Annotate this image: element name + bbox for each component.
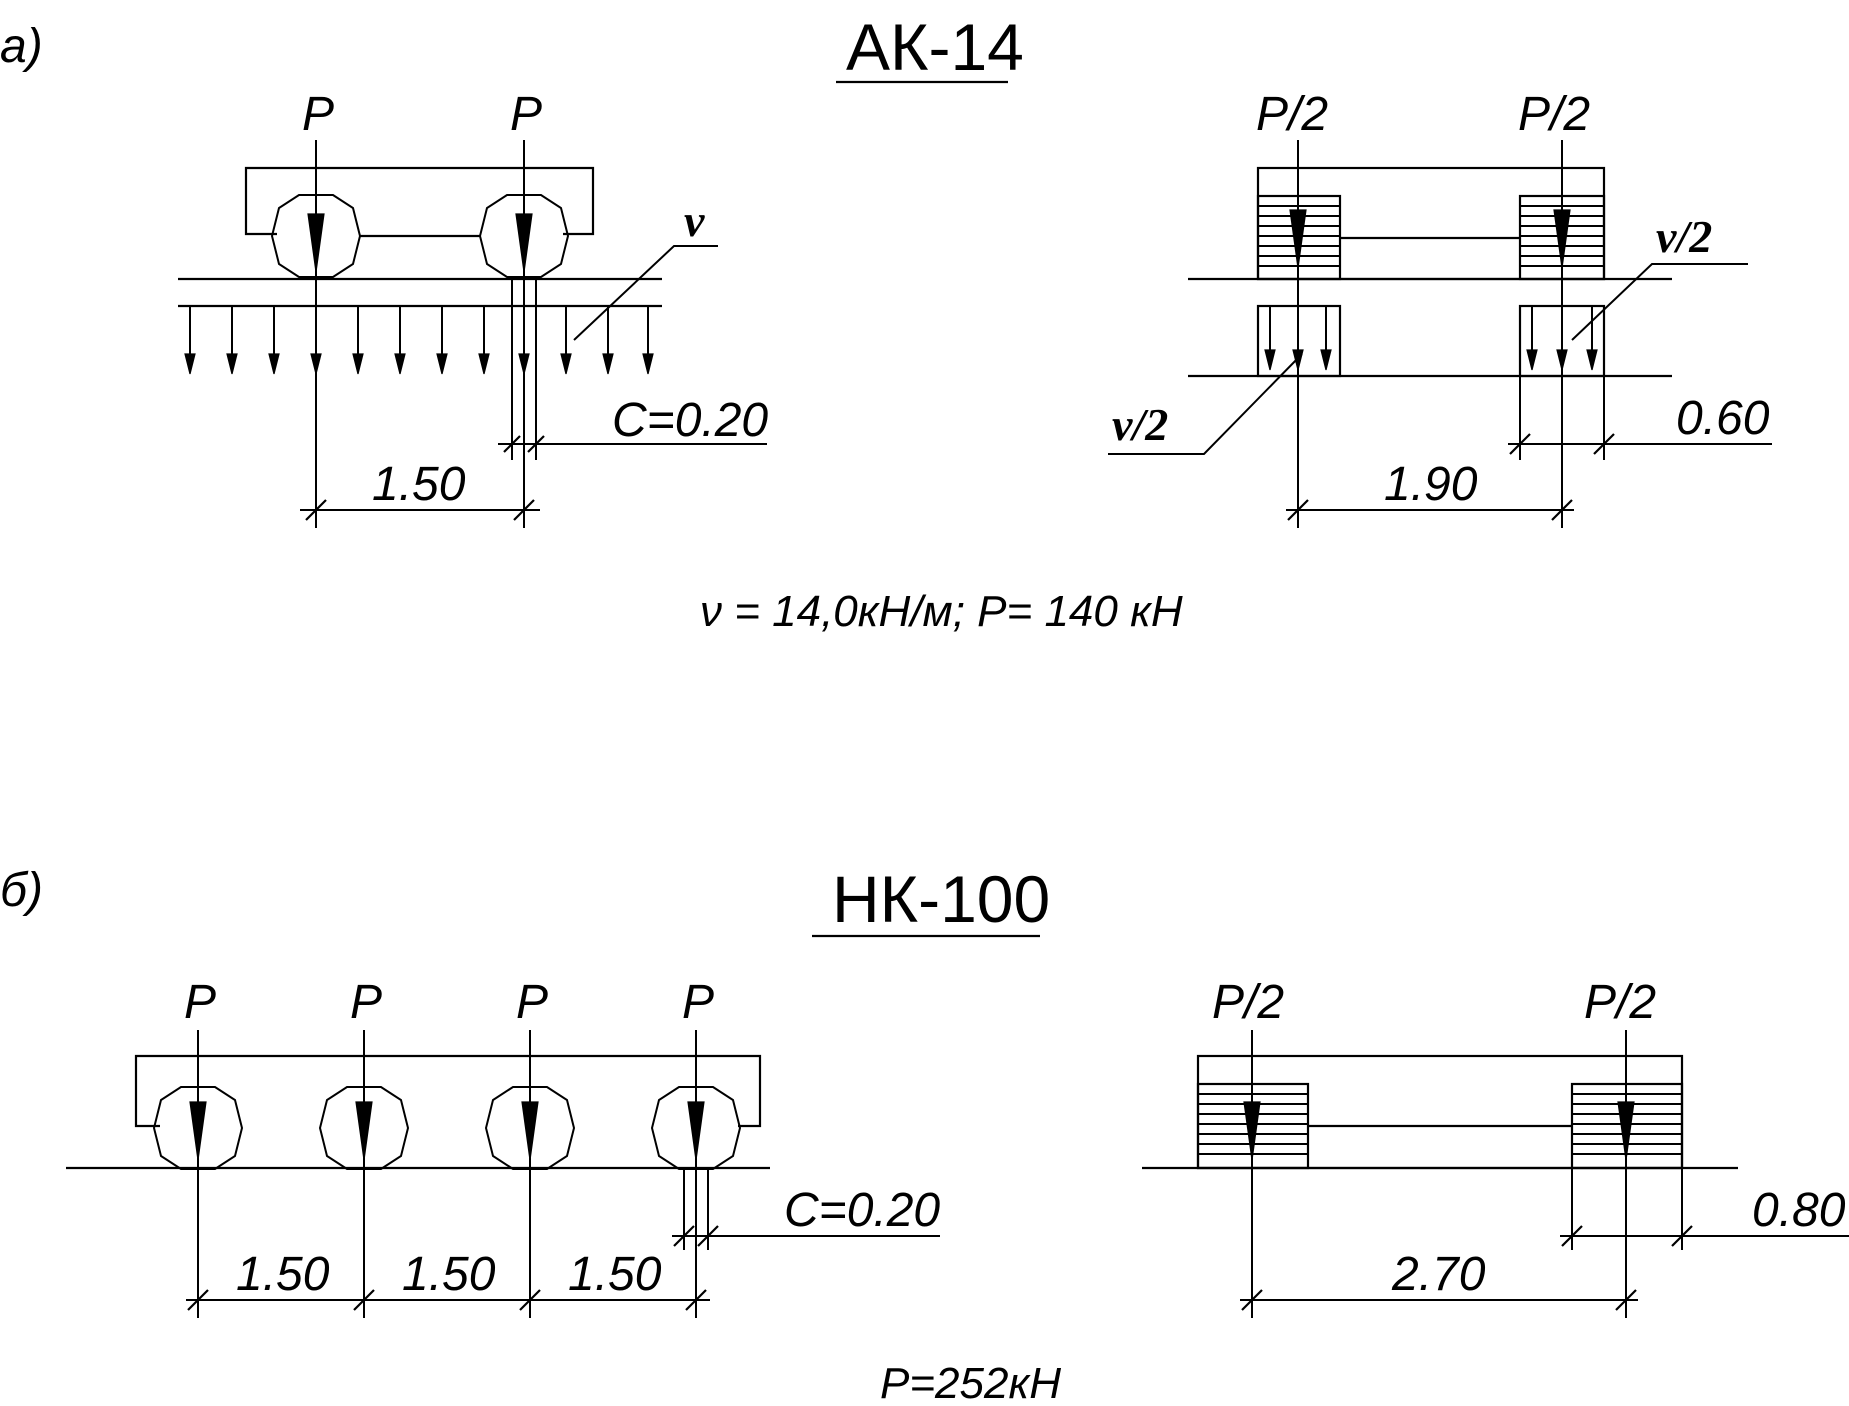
small-arrow-icon: [1264, 349, 1276, 371]
dim-wheel-width-label: 0.60: [1676, 392, 1770, 445]
load-arrow-icon: [1617, 1101, 1635, 1161]
small-arrow-icon: [602, 353, 614, 375]
small-arrow-icon: [642, 353, 654, 375]
distributed-load-arrows: [184, 306, 654, 375]
part-a: а) АК-14 P P: [0, 10, 1772, 636]
load-p-half-label: P/2: [1584, 976, 1656, 1029]
small-arrow-icon: [1292, 349, 1304, 371]
load-arrow-icon: [515, 213, 533, 273]
vehicle-body-outline: [134, 1054, 762, 1128]
dim-c-label: C=0.20: [612, 394, 768, 447]
load-arrow-icon: [1243, 1101, 1261, 1161]
load-v-half-label: ν/2: [1112, 399, 1168, 450]
load-p-label: P: [350, 976, 382, 1029]
leader-line: [1571, 263, 1748, 341]
part-a-title: АК-14: [846, 10, 1024, 84]
vehicle-body-outline: [1256, 166, 1606, 281]
nk100-longitudinal-scheme: P P P P C=0.20: [66, 976, 940, 1318]
load-arrow-icon: [1289, 209, 1307, 269]
load-p-label: P: [302, 88, 334, 141]
part-b-marker: б): [0, 864, 43, 917]
load-v-label: ν: [684, 195, 705, 246]
leader-line: [1108, 353, 1303, 455]
small-arrow-icon: [184, 353, 196, 375]
small-arrow-icon: [1556, 349, 1568, 371]
small-arrow-icon: [1320, 349, 1332, 371]
small-arrow-icon: [1586, 349, 1598, 371]
small-arrow-icon: [268, 353, 280, 375]
load-p-label: P: [516, 976, 548, 1029]
load-p-label: P: [184, 976, 216, 1029]
load-p-half-label: P/2: [1212, 976, 1284, 1029]
dim-track-label: 1.90: [1384, 458, 1478, 511]
load-arrow-icon: [355, 1101, 373, 1161]
small-arrow-icon: [436, 353, 448, 375]
dim-track-label: 2.70: [1391, 1248, 1486, 1301]
nk100-transverse-scheme: P/2 P/2: [1142, 976, 1849, 1318]
dim-axle-spacing-label: 1.50: [402, 1248, 496, 1301]
small-arrow-icon: [352, 353, 364, 375]
dim-axle-spacing-label: 1.50: [568, 1248, 662, 1301]
part-b: б) НК-100 P P P P: [0, 862, 1849, 1406]
load-arrow-icon: [1553, 209, 1571, 269]
load-v-half-label: ν/2: [1656, 211, 1712, 262]
part-a-caption: ν = 14,0кН/м; P= 140 кН: [700, 587, 1183, 636]
small-arrow-icon: [226, 353, 238, 375]
load-arrow-icon: [189, 1101, 207, 1161]
small-arrow-icon: [310, 353, 322, 375]
small-arrow-icon: [394, 353, 406, 375]
vehicle-body-outline: [1196, 1054, 1684, 1170]
dim-c-label: C=0.20: [784, 1184, 940, 1237]
dim-axle-spacing-label: 1.50: [236, 1248, 330, 1301]
load-p-label: P: [510, 88, 542, 141]
small-arrow-icon: [478, 353, 490, 375]
part-b-caption: P=252кН: [880, 1359, 1061, 1406]
load-p-half-label: P/2: [1256, 88, 1328, 141]
ak14-longitudinal-scheme: P P: [178, 88, 768, 528]
load-arrow-icon: [307, 213, 325, 273]
load-arrow-icon: [687, 1101, 705, 1161]
load-arrow-icon: [521, 1101, 539, 1161]
part-b-title: НК-100: [832, 862, 1050, 936]
small-arrow-icon: [1526, 349, 1538, 371]
ak14-transverse-scheme: P/2 P/2: [1108, 88, 1772, 528]
load-p-half-label: P/2: [1518, 88, 1590, 141]
small-arrow-icon: [518, 353, 530, 375]
leader-line: [573, 245, 718, 341]
load-p-label: P: [682, 976, 714, 1029]
dim-axle-spacing-label: 1.50: [372, 458, 466, 511]
vehicle-body-outline: [244, 166, 595, 236]
dim-wheel-width-label: 0.80: [1752, 1184, 1846, 1237]
small-arrow-icon: [560, 353, 572, 375]
part-a-marker: а): [0, 20, 43, 73]
